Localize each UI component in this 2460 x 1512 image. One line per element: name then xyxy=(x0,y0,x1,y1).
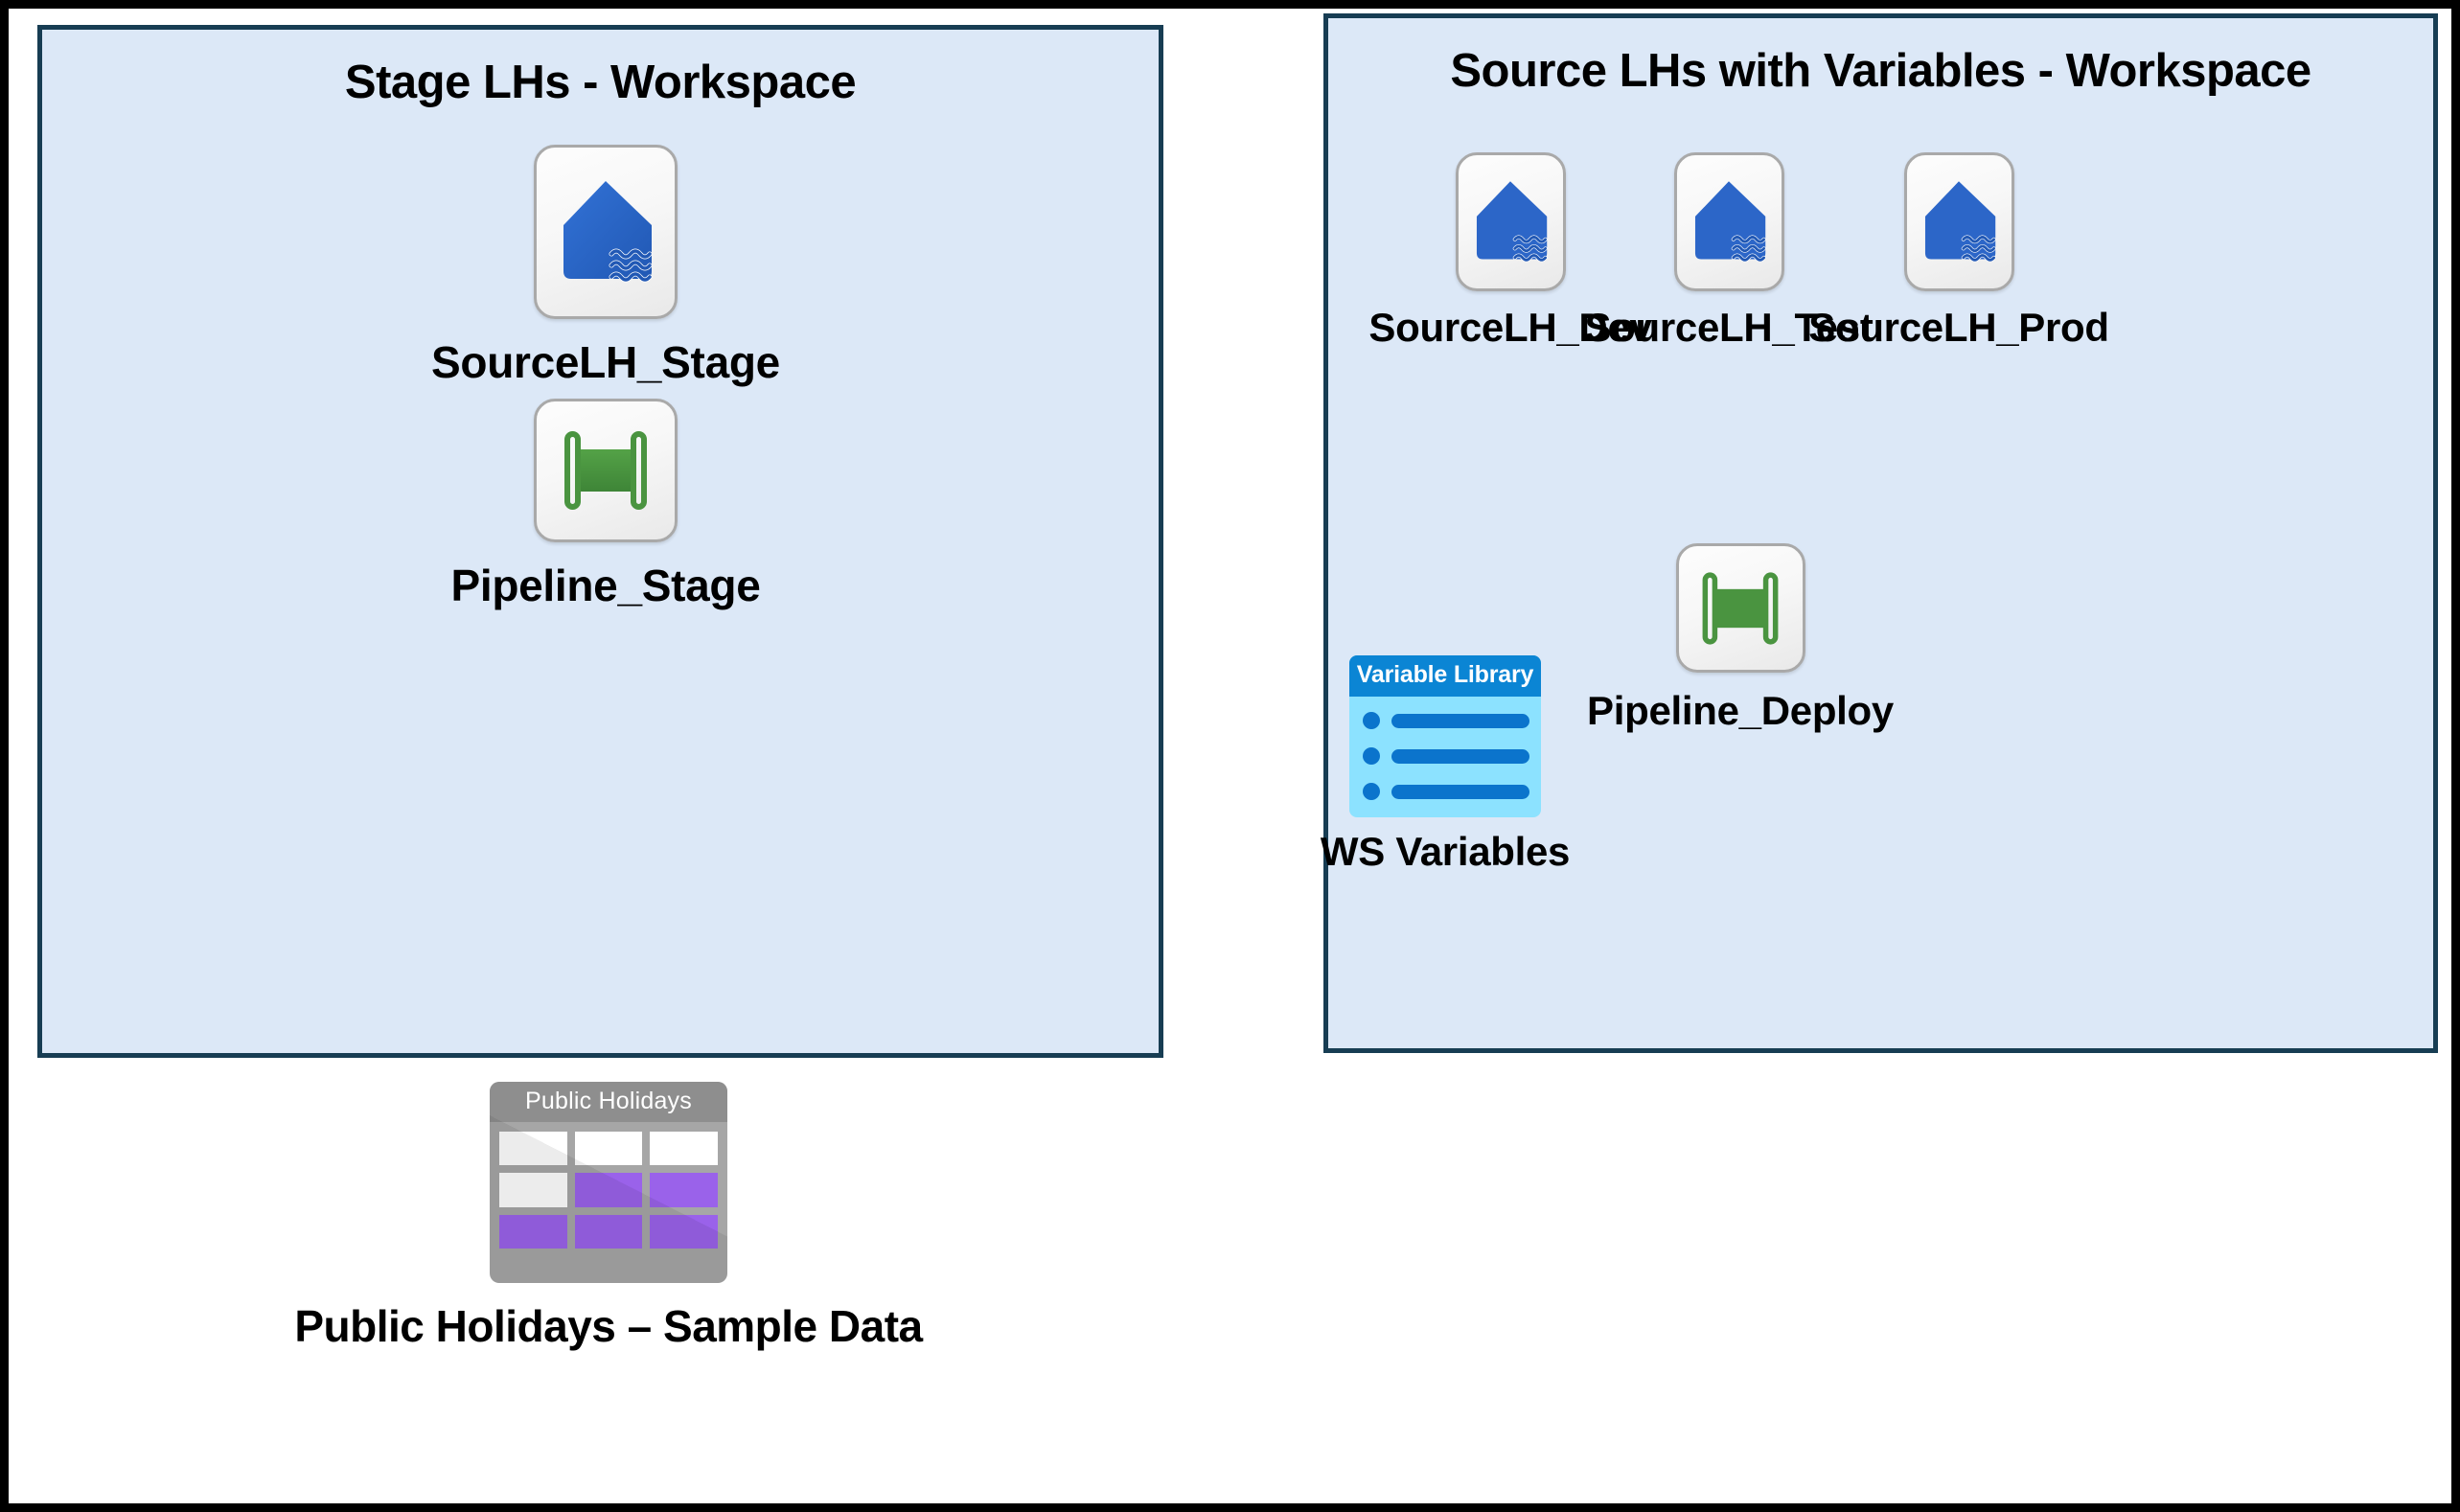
table-cell xyxy=(499,1214,567,1249)
pipeline-glyph xyxy=(564,431,647,510)
table-cell xyxy=(574,1214,643,1249)
item-label-pipeline-deploy: Pipeline_Deploy xyxy=(1587,688,1894,733)
lakehouse-glyph xyxy=(1694,181,1766,263)
variable-library-row xyxy=(1363,783,1529,800)
lakehouse-icon xyxy=(1455,152,1566,291)
table-cell xyxy=(574,1173,643,1207)
table-grid xyxy=(490,1122,727,1258)
item-label-pipeline-stage: Pipeline_Stage xyxy=(450,561,761,610)
lakehouse-icon xyxy=(534,145,678,319)
panel-title-stage: Stage LHs - Workspace xyxy=(344,57,857,108)
item-pipeline-stage[interactable]: Pipeline_Stage xyxy=(358,399,853,611)
item-ws-variables[interactable]: Variable Library WS Varia xyxy=(1321,655,1570,875)
lakehouse-glyph xyxy=(1476,181,1548,263)
lakehouse-glyph xyxy=(1924,181,1996,263)
table-cell xyxy=(499,1173,567,1207)
table-cell xyxy=(574,1132,643,1166)
table-header: Public Holidays xyxy=(490,1082,727,1122)
pipeline-icon xyxy=(1675,543,1805,673)
item-sourcelh-test[interactable]: SourceLH_Test xyxy=(1575,152,1882,351)
item-public-holidays[interactable]: Public Holidays Public Holidays – Sample… xyxy=(254,1082,963,1352)
item-label-ws-variables: WS Variables xyxy=(1320,829,1571,874)
table-cell xyxy=(650,1214,718,1249)
pipeline-glyph xyxy=(1702,571,1779,645)
lakehouse-icon xyxy=(1673,152,1784,291)
workspace-panel-stage: Stage LHs - Workspace xyxy=(37,25,1163,1058)
variable-library-row xyxy=(1363,747,1529,765)
workspace-panel-source: Source LHs with Variables - Workspace xyxy=(1321,13,2438,1053)
item-label-sourcelh-dev: SourceLH_Dev xyxy=(1368,305,1652,350)
variable-bar xyxy=(1391,748,1529,764)
item-sourcelh-stage[interactable]: SourceLH_Stage xyxy=(358,145,853,388)
variable-bar xyxy=(1391,713,1529,728)
pipeline-icon xyxy=(534,399,678,542)
item-label-sourcelh-stage: SourceLH_Stage xyxy=(431,337,780,387)
item-pipeline-deploy[interactable]: Pipeline_Deploy xyxy=(1587,543,1894,734)
table-cell xyxy=(499,1132,567,1166)
variable-library-header: Variable Library xyxy=(1349,655,1541,697)
variable-library-row xyxy=(1363,712,1529,729)
item-label-public-holidays: Public Holidays – Sample Data xyxy=(294,1301,923,1351)
table-cell xyxy=(650,1173,718,1207)
variable-library-rows xyxy=(1349,697,1541,817)
panel-title-source: Source LHs with Variables - Workspace xyxy=(1450,45,2311,97)
item-sourcelh-prod[interactable]: SourceLH_Prod xyxy=(1805,152,2112,351)
bullet-icon xyxy=(1363,783,1380,800)
item-label-sourcelh-test: SourceLH_Test xyxy=(1584,305,1874,350)
bullet-icon xyxy=(1363,712,1380,729)
item-sourcelh-dev[interactable]: SourceLH_Dev xyxy=(1357,152,1664,351)
table-icon: Public Holidays xyxy=(490,1082,727,1283)
item-label-sourcelh-prod: SourceLH_Prod xyxy=(1808,305,2109,350)
variable-library-icon: Variable Library xyxy=(1349,655,1541,817)
table-cell xyxy=(650,1132,718,1166)
lakehouse-icon xyxy=(1903,152,2014,291)
lakehouse-glyph xyxy=(563,181,653,283)
bullet-icon xyxy=(1363,747,1380,765)
variable-bar xyxy=(1391,784,1529,799)
